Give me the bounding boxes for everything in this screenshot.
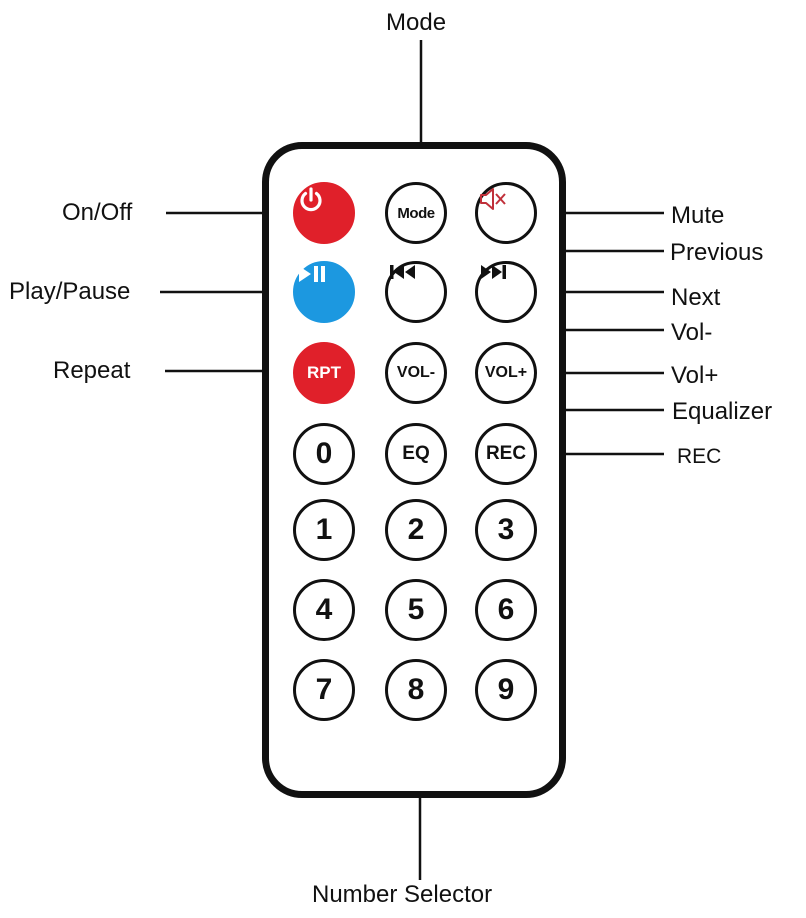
digit-6-button[interactable]: 6 — [475, 579, 537, 641]
play-pause-button[interactable] — [293, 261, 355, 323]
digit-9-label: 9 — [497, 673, 515, 706]
digit-0-button[interactable]: 0 — [293, 423, 355, 485]
digit-3-label: 3 — [497, 513, 515, 546]
digit-4-button[interactable]: 4 — [293, 579, 355, 641]
digit-0-label: 0 — [315, 437, 333, 470]
digit-1-button[interactable]: 1 — [293, 499, 355, 561]
callout-vol-minus: Vol- — [671, 319, 713, 346]
callout-rec: REC — [677, 445, 722, 468]
callout-mute: Mute — [671, 202, 725, 229]
digit-7-button[interactable]: 7 — [293, 659, 355, 721]
mode-button[interactable]: Mode — [385, 182, 447, 244]
speaker-mute-icon — [480, 188, 506, 210]
eq-button[interactable]: EQ — [385, 423, 447, 485]
callout-play-pause: Play/Pause — [9, 278, 131, 305]
digit-8-button[interactable]: 8 — [385, 659, 447, 721]
callout-mode: Mode — [386, 9, 447, 36]
play-pause-icon — [299, 266, 325, 282]
digit-9-button[interactable]: 9 — [475, 659, 537, 721]
vol-plus-button-label: VOL+ — [484, 364, 528, 381]
callout-number-selector: Number Selector — [312, 881, 493, 908]
mode-button-label: Mode — [397, 204, 435, 222]
repeat-button[interactable]: RPT — [293, 342, 355, 404]
digit-5-button[interactable]: 5 — [385, 579, 447, 641]
digit-7-label: 7 — [315, 673, 333, 706]
digit-1-label: 1 — [315, 513, 333, 546]
digit-6-label: 6 — [497, 593, 515, 626]
vol-minus-button-label: VOL- — [396, 364, 436, 381]
digit-2-button[interactable]: 2 — [385, 499, 447, 561]
mute-button[interactable] — [475, 182, 537, 244]
vol-minus-button[interactable]: VOL- — [385, 342, 447, 404]
skip-previous-icon — [390, 265, 415, 279]
eq-button-label: EQ — [402, 443, 430, 464]
power-button[interactable] — [293, 182, 355, 244]
power-icon — [300, 187, 322, 212]
callout-next: Next — [671, 284, 721, 311]
digit-2-label: 2 — [407, 513, 425, 546]
digit-8-label: 8 — [407, 673, 425, 706]
digit-4-label: 4 — [315, 593, 333, 626]
callout-equalizer: Equalizer — [672, 398, 773, 425]
callout-vol-plus: Vol+ — [671, 362, 719, 389]
next-button[interactable] — [475, 261, 537, 323]
callout-previous: Previous — [670, 239, 764, 266]
callout-on-off: On/Off — [62, 199, 133, 226]
rec-button[interactable]: REC — [475, 423, 537, 485]
rec-button-label: REC — [485, 443, 527, 464]
skip-next-icon — [481, 265, 506, 279]
vol-plus-button[interactable]: VOL+ — [475, 342, 537, 404]
repeat-button-label: RPT — [307, 363, 341, 382]
callout-repeat: Repeat — [53, 357, 131, 384]
digit-3-button[interactable]: 3 — [475, 499, 537, 561]
digit-5-label: 5 — [407, 593, 425, 626]
previous-button[interactable] — [385, 261, 447, 323]
